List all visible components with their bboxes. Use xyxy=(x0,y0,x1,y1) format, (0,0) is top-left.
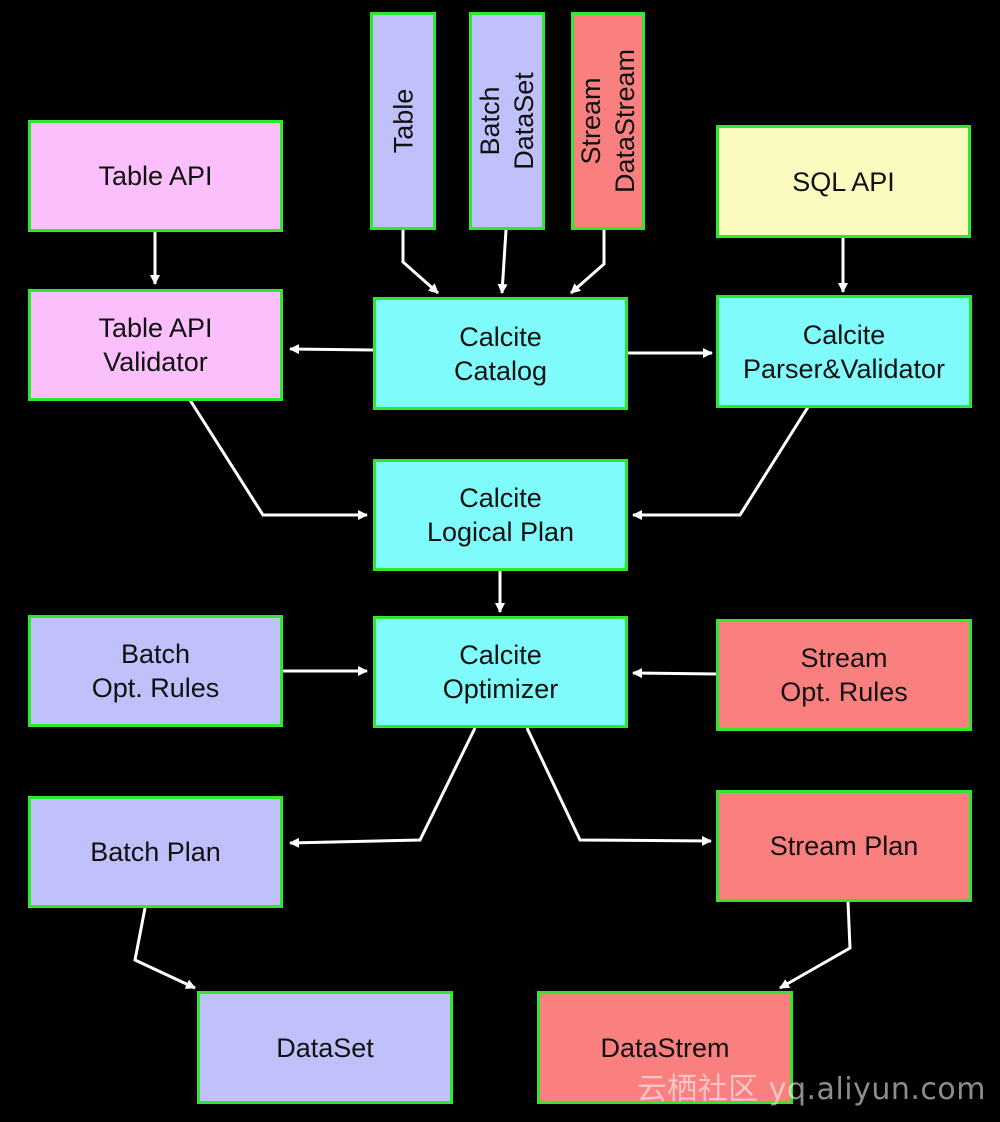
node-stream-datastream: Stream DataStream xyxy=(571,12,645,230)
edge-stream-datastream-to-catalog xyxy=(570,230,606,295)
node-datastrem: DataStrem xyxy=(537,991,793,1104)
node-calcite-catalog-line-2: Catalog xyxy=(453,355,548,386)
node-table-line-1: Table xyxy=(388,88,419,154)
node-calcite-parser-validator-line-2: Parser&Validator xyxy=(742,353,946,384)
node-table: Table xyxy=(370,12,436,230)
node-batch-dataset-line-2: DataSet xyxy=(509,72,539,170)
node-stream-plan-line-1: Stream Plan xyxy=(769,831,919,861)
edge-stream-plan-to-datastrem xyxy=(779,901,852,990)
edge-parser-to-logical-plan xyxy=(632,406,810,520)
node-batch-opt-rules-line-1: Batch xyxy=(120,639,191,669)
node-calcite-catalog-line-1: Calcite xyxy=(459,321,542,352)
edge-optimizer-to-batch-plan xyxy=(289,727,477,848)
node-table-api: Table API xyxy=(28,120,283,232)
edge-table-to-catalog xyxy=(401,230,439,295)
node-sql-api-line-1: SQL API xyxy=(792,166,895,197)
edge-validator-to-logical-plan xyxy=(188,399,368,520)
node-calcite-optimizer-line-1: Calcite xyxy=(459,640,542,670)
node-calcite-optimizer: Calcite Optimizer xyxy=(373,616,628,728)
node-table-api-line-1: Table API xyxy=(98,161,213,191)
node-batch-opt-rules-line-2: Opt. Rules xyxy=(91,673,220,703)
edge-batch-dataset-to-catalog xyxy=(497,229,508,294)
node-batch-dataset: Batch DataSet xyxy=(469,12,545,230)
node-stream-opt-rules-line-1: Stream xyxy=(800,643,888,673)
node-stream-datastream-line-2: DataStream xyxy=(610,48,640,194)
edge-stream-rules-to-optimizer xyxy=(632,668,718,679)
node-dataset-line-1: DataSet xyxy=(276,1032,374,1063)
node-dataset: DataSet xyxy=(197,991,453,1104)
node-table-api-validator-line-2: Validator xyxy=(103,347,208,377)
node-calcite-logical-plan-line-2: Logical Plan xyxy=(426,517,575,547)
node-stream-opt-rules-line-2: Opt. Rules xyxy=(780,677,908,707)
node-calcite-logical-plan-line-1: Calcite xyxy=(459,483,542,513)
node-table-api-validator-line-1: Table API xyxy=(98,313,213,343)
watermark-text: 云栖社区 yq.aliyun.com xyxy=(636,1072,986,1107)
node-calcite-parser-validator: Calcite Parser&Validator xyxy=(716,295,972,408)
edge-batch-plan-to-dataset xyxy=(133,907,196,990)
node-batch-opt-rules: Batch Opt. Rules xyxy=(28,615,283,727)
node-stream-opt-rules: Stream Opt. Rules xyxy=(716,619,972,731)
node-calcite-parser-validator-line-1: Calcite xyxy=(802,319,886,350)
node-batch-plan: Batch Plan xyxy=(28,796,283,908)
node-batch-plan-line-1: Batch Plan xyxy=(90,837,221,867)
node-table-api-validator: Table API Validator xyxy=(28,289,283,401)
node-batch-dataset-line-1: Batch xyxy=(475,86,505,156)
node-calcite-catalog: Calcite Catalog xyxy=(373,297,628,410)
edge-catalog-to-table-api-validator xyxy=(289,344,374,355)
node-datastrem-line-1: DataStrem xyxy=(600,1032,730,1063)
node-calcite-logical-plan: Calcite Logical Plan xyxy=(373,459,628,571)
node-stream-datastream-line-1: Stream xyxy=(576,77,606,165)
edge-optimizer-to-stream-plan xyxy=(525,727,712,846)
node-stream-plan: Stream Plan xyxy=(716,790,972,902)
node-calcite-optimizer-line-2: Optimizer xyxy=(442,674,559,704)
node-sql-api: SQL API xyxy=(716,125,971,238)
